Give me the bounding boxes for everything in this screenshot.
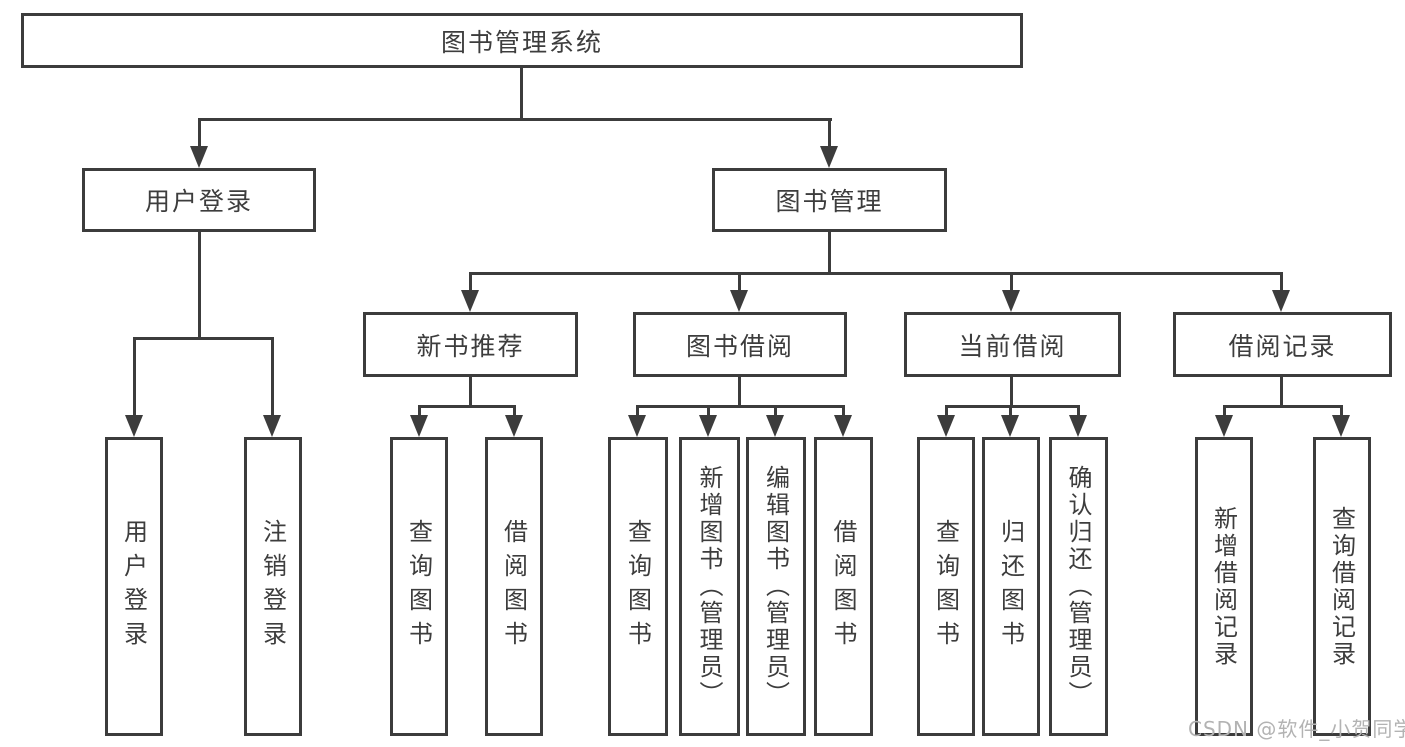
connector-line: [469, 377, 472, 408]
connector-line: [418, 405, 421, 419]
arrowhead-down: [730, 290, 748, 312]
arrowhead-down: [820, 146, 838, 168]
csdn-watermark: CSDN @软件_小贺同学: [1188, 717, 1405, 741]
connector-line: [1340, 405, 1343, 419]
connector-line: [418, 405, 516, 408]
leaf-query-books-recommend: 查询图书: [390, 437, 448, 736]
connector-line: [774, 405, 777, 419]
leaf-return-book: 归还图书: [982, 437, 1040, 736]
leaf-logout: 注销登录: [244, 437, 302, 736]
node-new-book-recommend: 新书推荐: [363, 312, 578, 377]
arrowhead-down: [410, 415, 428, 437]
connector-line: [1223, 405, 1343, 408]
connector-line: [828, 118, 831, 150]
connector-line: [198, 118, 201, 150]
arrowhead-down: [1332, 415, 1350, 437]
connector-line: [945, 405, 1080, 408]
connector-line: [198, 232, 201, 340]
arrowhead-down: [628, 415, 646, 437]
connector-line: [133, 337, 274, 340]
arrowhead-down: [1002, 290, 1020, 312]
leaf-confirm-return-admin: 确认归还（管理员）: [1049, 437, 1108, 736]
leaf-add-book-admin: 新增图书（管理员）: [679, 437, 740, 736]
connector-line: [738, 272, 741, 292]
arrowhead-down: [699, 415, 717, 437]
connector-line: [1010, 377, 1013, 408]
leaf-query-books-current: 查询图书: [917, 437, 975, 736]
arrowhead-down: [190, 146, 208, 168]
connector-line: [738, 377, 741, 408]
leaf-add-borrow-record: 新增借阅记录: [1195, 437, 1253, 736]
connector-line: [133, 337, 136, 417]
arrowhead-down: [937, 415, 955, 437]
arrowhead-down: [461, 290, 479, 312]
node-book-borrowing: 图书借阅: [633, 312, 847, 377]
connector-line: [1280, 377, 1283, 408]
arrowhead-down: [766, 415, 784, 437]
connector-line: [1280, 272, 1283, 292]
arrowhead-down: [1001, 415, 1019, 437]
connector-line: [513, 405, 516, 419]
leaf-query-books-borrowing: 查询图书: [608, 437, 668, 736]
node-user-login: 用户登录: [82, 168, 316, 232]
connector-line: [842, 405, 845, 419]
leaf-borrow-books-recommend: 借阅图书: [485, 437, 543, 736]
connector-line: [520, 68, 523, 120]
leaf-borrow-books-borrowing: 借阅图书: [814, 437, 873, 736]
leaf-query-borrow-record: 查询借阅记录: [1313, 437, 1371, 736]
connector-line: [1077, 405, 1080, 419]
connector-line: [469, 272, 472, 292]
connector-line: [469, 272, 1283, 275]
connector-line: [707, 405, 710, 419]
node-borrowing-records: 借阅记录: [1173, 312, 1392, 377]
leaf-edit-book-admin: 编辑图书（管理员）: [746, 437, 806, 736]
connector-line: [271, 337, 274, 417]
node-book-management: 图书管理: [712, 168, 947, 232]
connector-line: [1009, 405, 1012, 419]
leaf-user-login: 用户登录: [105, 437, 163, 736]
node-library-management-system: 图书管理系统: [21, 13, 1023, 68]
connector-line: [945, 405, 948, 419]
connector-line: [636, 405, 639, 419]
connector-line: [198, 118, 832, 121]
arrowhead-down: [1069, 415, 1087, 437]
arrowhead-down: [263, 415, 281, 437]
arrowhead-down: [834, 415, 852, 437]
connector-line: [1010, 272, 1013, 292]
arrowhead-down: [505, 415, 523, 437]
node-current-borrowing: 当前借阅: [904, 312, 1121, 377]
arrowhead-down: [125, 415, 143, 437]
connector-line: [1223, 405, 1226, 419]
connector-line: [636, 405, 845, 408]
connector-line: [828, 232, 831, 275]
arrowhead-down: [1272, 290, 1290, 312]
arrowhead-down: [1215, 415, 1233, 437]
